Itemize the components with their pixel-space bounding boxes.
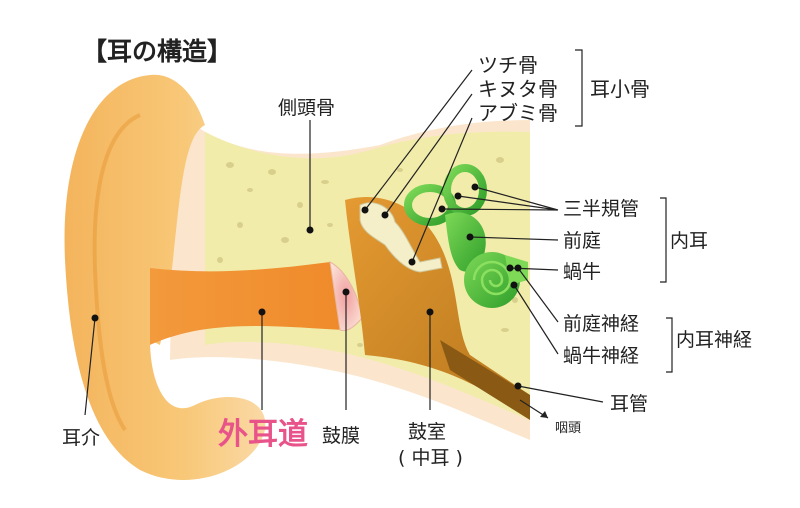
ear-canal bbox=[150, 262, 345, 345]
label-jikai: 耳介 bbox=[62, 427, 100, 449]
label-koshitsu: 鼓室 bbox=[408, 421, 446, 443]
label-tsuchi: ツチ骨 bbox=[478, 53, 538, 77]
label-chuuji: ( 中耳 ) bbox=[398, 447, 463, 469]
label-abumi: アブミ骨 bbox=[478, 101, 558, 125]
label-jikan: 耳管 bbox=[610, 393, 648, 415]
bone-texture bbox=[217, 157, 518, 377]
diagram-title: 【耳の構造】 bbox=[82, 37, 232, 66]
label-zentei: 前庭 bbox=[563, 230, 601, 252]
label-komaku: 鼓膜 bbox=[322, 425, 360, 447]
label-zentei-shinkei: 前庭神経 bbox=[563, 313, 639, 335]
label-kagyu: 蝸牛 bbox=[563, 261, 601, 283]
label-sanhankikan: 三半規管 bbox=[563, 198, 639, 220]
label-kinuta: キヌタ骨 bbox=[478, 77, 558, 101]
label-kagyu-shinkei: 蝸牛神経 bbox=[563, 345, 639, 367]
label-sokutoukotsu: 側頭骨 bbox=[278, 97, 335, 119]
eustachian-tube bbox=[440, 340, 530, 420]
label-naiji: 内耳 bbox=[670, 230, 708, 252]
label-naiji-shinkei: 内耳神経 bbox=[676, 329, 752, 351]
pointer-lines bbox=[84, 49, 673, 419]
pointer-dots bbox=[91, 183, 522, 390]
ossicles bbox=[359, 202, 443, 273]
auricle-fold bbox=[92, 113, 141, 432]
inner-ear bbox=[404, 164, 528, 308]
label-intou: 咽頭 bbox=[555, 421, 581, 436]
label-jishoukotsu: 耳小骨 bbox=[590, 77, 650, 101]
label-gaijidou: 外耳道 bbox=[218, 417, 308, 452]
